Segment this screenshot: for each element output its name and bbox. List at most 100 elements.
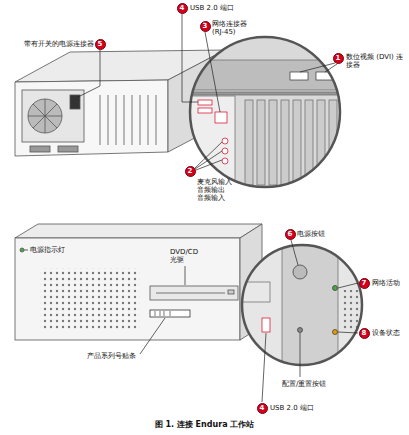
callout-circle: 4: [177, 3, 188, 14]
callout-number: 3: [201, 22, 210, 31]
front-panel-magnifier: [242, 245, 362, 365]
callout-circle: 1: [333, 53, 344, 64]
callout-number: 4: [178, 4, 187, 13]
callout-circle: 3: [200, 21, 211, 32]
chassis-front: [156, 293, 225, 294]
leader-line: [338, 283, 358, 288]
part-label: 产品系列号贴条: [87, 352, 136, 360]
callout-number: 2: [186, 167, 195, 176]
part-label: 电源按钮: [297, 230, 325, 238]
front-panel-magnifier: [240, 243, 365, 368]
part-label: 音频输入: [197, 194, 225, 202]
chassis-front: [170, 311, 171, 316]
leader-line: [338, 332, 358, 333]
chassis-front: [20, 248, 24, 252]
part-label: 配置/重置按钮: [282, 380, 326, 388]
chassis-rear: [124, 95, 125, 145]
rear-panel-magnifier: [215, 112, 227, 123]
callout-circle: 7: [359, 278, 370, 289]
chassis-rear: [30, 146, 50, 152]
part-label: 数位视频 (DVI) 连接器: [346, 53, 404, 69]
chassis-rear: [100, 95, 101, 145]
chassis-front: [15, 224, 262, 238]
front-panel-magnifier: [293, 265, 307, 279]
rear-panel-magnifier: [198, 108, 212, 113]
leader-line: [195, 142, 222, 168]
leader-line: [300, 333, 301, 377]
rear-panel-magnifier: [185, 60, 350, 90]
callout-number: 7: [360, 279, 369, 288]
rear-panel-magnifier: [222, 148, 228, 154]
chassis-front: [155, 311, 156, 316]
chassis-rear: [15, 80, 168, 156]
chassis-rear: [22, 90, 84, 142]
chassis-rear: [116, 95, 117, 145]
chassis-front: [160, 311, 161, 316]
leader-line: [78, 50, 100, 97]
leader-line: [195, 151, 222, 169]
part-label: USB 2.0 端口: [270, 404, 314, 412]
callout-number: 6: [286, 230, 295, 239]
leader-line: [325, 64, 337, 72]
front-panel-magnifier: [298, 328, 303, 333]
leader-line: [196, 160, 222, 170]
chassis-rear: [156, 95, 157, 145]
chassis-rear: [148, 95, 149, 145]
callout-number: 4: [258, 404, 267, 413]
leader-line: [24, 240, 358, 402]
front-panel-magnifier: [240, 243, 365, 368]
rear-panel-magnifier: [257, 100, 265, 185]
part-label: DVD/CD 光驱: [170, 248, 200, 264]
leader-line: [78, 14, 337, 170]
callout-circle: 6: [285, 229, 296, 240]
rear-panel-magnifier: [185, 30, 350, 200]
front-panel-magnifier: [240, 243, 365, 368]
front-panel-magnifier: [333, 286, 338, 291]
leader-line: [291, 240, 298, 265]
rear-panel-magnifier: [222, 138, 228, 144]
rear-panel-magnifier: [190, 37, 340, 187]
chassis-front: [228, 290, 234, 294]
rear-panel-magnifier: [293, 100, 301, 185]
callout-circle: 8: [359, 328, 370, 339]
callout-number: 1: [334, 54, 343, 63]
leader-line: [24, 250, 28, 251]
leader-line: [182, 14, 198, 102]
front-panel-magnifier: [262, 318, 270, 332]
chassis-front: [15, 238, 240, 340]
rear-panel-magnifier: [185, 30, 350, 200]
leader-line: [262, 333, 266, 402]
callout-circle: 2: [185, 166, 196, 177]
chassis-front: [164, 311, 165, 316]
chassis-rear: [33, 104, 57, 128]
chassis-front: [40, 268, 140, 330]
chassis-rear: [33, 104, 57, 128]
leader-line: [205, 32, 220, 112]
rear-panel-magnifier: [317, 100, 325, 185]
part-label: 网络连接器 (RJ-45): [212, 20, 260, 36]
front-panel-magnifier: [282, 243, 338, 368]
chassis-rear: [58, 146, 78, 152]
chassis-rear: [28, 99, 62, 133]
chassis-rear: [132, 95, 133, 145]
chassis-front: [15, 224, 262, 340]
callout-number: 8: [360, 329, 369, 338]
part-label: 网络活动: [372, 279, 400, 287]
leader-line: [140, 318, 165, 354]
callout-circle: 4: [257, 403, 268, 414]
part-label: 设备状态: [372, 329, 400, 337]
front-panel-magnifier: [333, 330, 338, 335]
chassis-front: [150, 310, 190, 317]
rear-panel-magnifier: [245, 100, 253, 185]
chassis-rear: [140, 95, 141, 145]
callout-number: 5: [96, 40, 105, 49]
rear-panel-magnifier: [222, 158, 228, 164]
rear-panel-magnifier: [185, 92, 350, 95]
rear-panel-magnifier: [290, 72, 308, 80]
rear-panel-magnifier: [281, 100, 289, 185]
callout-circle: 5: [95, 39, 106, 50]
figure-caption: 图 1. 连接 Endura 工作站: [0, 419, 409, 430]
chassis-front: [150, 286, 238, 300]
rear-panel-magnifier: [198, 100, 212, 105]
part-label: 电源指示灯: [30, 246, 65, 254]
